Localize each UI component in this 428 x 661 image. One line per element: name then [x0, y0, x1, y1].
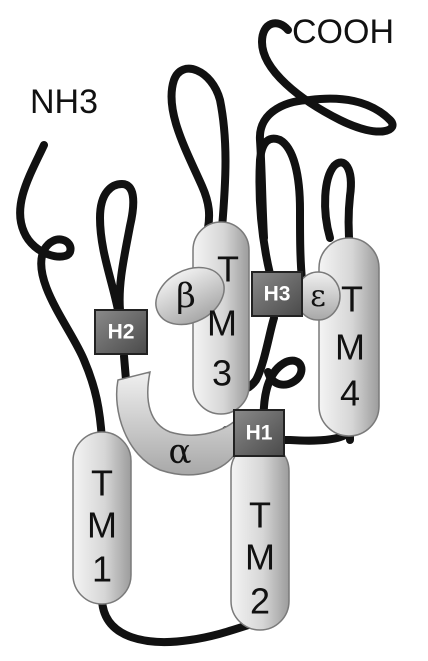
h1-label: H1 — [246, 422, 273, 445]
chain-n-terminus — [20, 145, 102, 440]
h3-label: H3 — [264, 283, 291, 306]
beta-label: β — [176, 276, 196, 316]
tm1-label-1: T — [91, 463, 113, 504]
tm3-label-1: T — [217, 249, 239, 290]
alpha-label: α — [169, 432, 192, 472]
tm4-label-3: 4 — [340, 373, 360, 414]
chain-alpha-h2 — [124, 356, 126, 380]
tm4-label-1: T — [341, 279, 363, 320]
tm1-label-2: M — [87, 505, 117, 546]
chain-tm3-loop — [171, 69, 225, 228]
tm2-label-3: 2 — [250, 581, 270, 622]
tm2-label-1: T — [249, 495, 271, 536]
tm2-label-2: M — [245, 537, 275, 578]
tm3-label-2: M — [207, 303, 237, 344]
tm3-label-3: 3 — [212, 353, 232, 394]
chain-h2-loop — [100, 184, 133, 310]
tm4-label-2: M — [335, 327, 365, 368]
tm1-label-3: 1 — [92, 549, 112, 590]
h2-label: H2 — [108, 321, 135, 344]
epsilon-label: ε — [310, 279, 326, 314]
chain-tm4-loop — [325, 163, 351, 250]
n-terminus-label: NH3 — [30, 83, 98, 121]
c-terminus-label: COOH — [292, 13, 394, 51]
